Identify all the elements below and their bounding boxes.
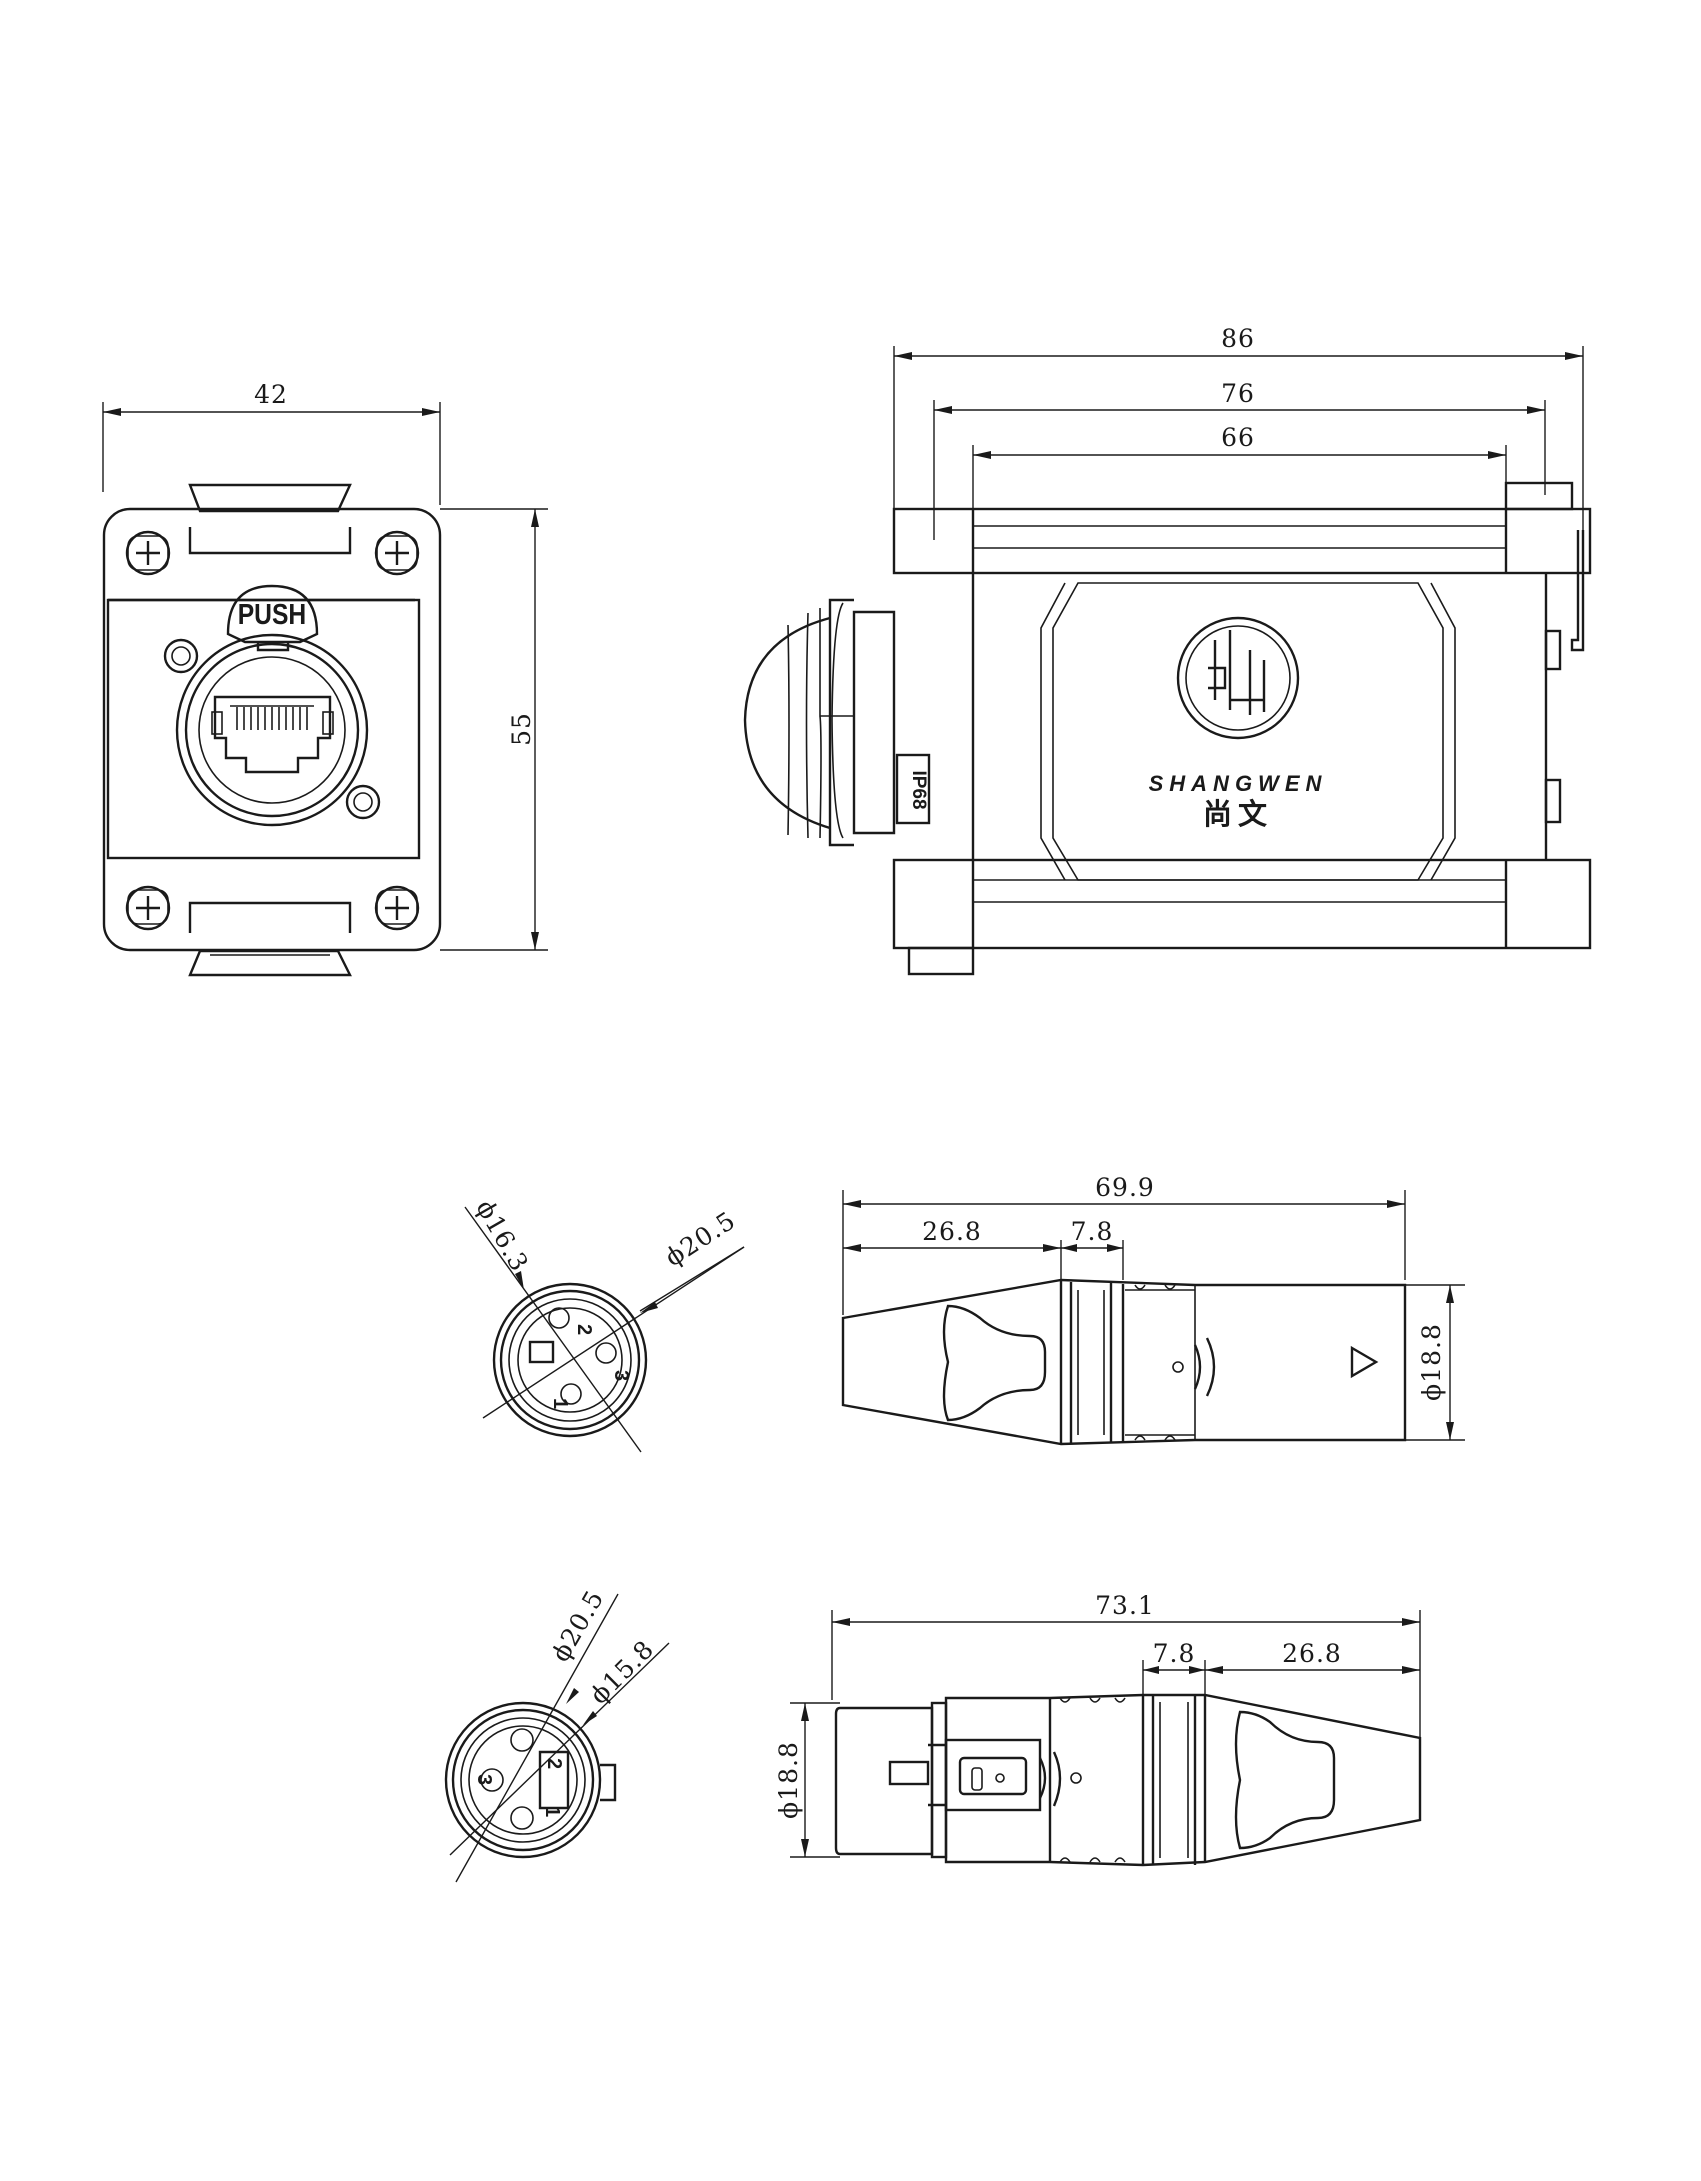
dim-26-8: 26.8 <box>1282 1639 1342 1668</box>
dim-69-9: 69.9 <box>1095 1173 1155 1202</box>
panel-height-dim: 55 <box>507 712 536 746</box>
dim-76: 76 <box>1221 379 1255 408</box>
dim-73-1: 73.1 <box>1095 1591 1155 1620</box>
panel-width-dim: 42 <box>254 380 288 409</box>
ip-rating-label: IP68 <box>908 770 929 809</box>
brand-name: SHANGWEN <box>1149 771 1328 796</box>
screw-icon <box>374 885 420 931</box>
push-label: PUSH <box>238 598 306 630</box>
panel-side-view: 86 76 66 <box>743 324 1592 976</box>
male-xlr-side-view: 69.9 26.8 7.8 ϕ18.8 <box>841 1173 1465 1446</box>
dim-26-8: 26.8 <box>922 1217 982 1246</box>
dim-d16-3: ϕ16.3 <box>470 1195 534 1277</box>
screw-icon <box>125 530 171 576</box>
pin-label: 1 <box>541 1806 563 1817</box>
screw-icon <box>125 885 171 931</box>
pin-label: 3 <box>610 1370 632 1381</box>
dim-d20-5: ϕ20.5 <box>660 1206 741 1273</box>
dim-7-8: 7.8 <box>1071 1217 1114 1246</box>
brand-name-cn: 尚文 <box>1203 797 1273 831</box>
pin-label: 3 <box>473 1774 495 1785</box>
dim-86: 86 <box>1221 324 1255 353</box>
dim-7-8: 7.8 <box>1153 1639 1196 1668</box>
hex-screw-icon <box>345 784 381 820</box>
female-xlr-front-view: 2 3 1 ϕ20.5 ϕ15.8 <box>444 1585 670 1883</box>
female-xlr-side-view: 73.1 7.8 26.8 ϕ18.8 <box>774 1591 1422 1867</box>
pin-label: 2 <box>573 1324 595 1335</box>
dim-d15-8: ϕ15.8 <box>584 1634 659 1709</box>
rj45-port <box>211 695 334 774</box>
pin-label: 1 <box>549 1398 571 1409</box>
panel-front-view: 42 55 <box>102 380 548 977</box>
dim-d18-8: ϕ18.8 <box>774 1741 803 1819</box>
pin-label: 2 <box>543 1758 565 1769</box>
hex-screw-icon <box>163 638 199 674</box>
dim-d18-8: ϕ18.8 <box>1417 1323 1446 1401</box>
screw-icon <box>374 530 420 576</box>
shangwen-logo-icon: SHANGWEN 尚文 <box>1149 616 1328 831</box>
male-xlr-front-view: 2 3 1 ϕ16.3 ϕ20.5 <box>464 1195 745 1453</box>
dim-66: 66 <box>1221 423 1255 452</box>
